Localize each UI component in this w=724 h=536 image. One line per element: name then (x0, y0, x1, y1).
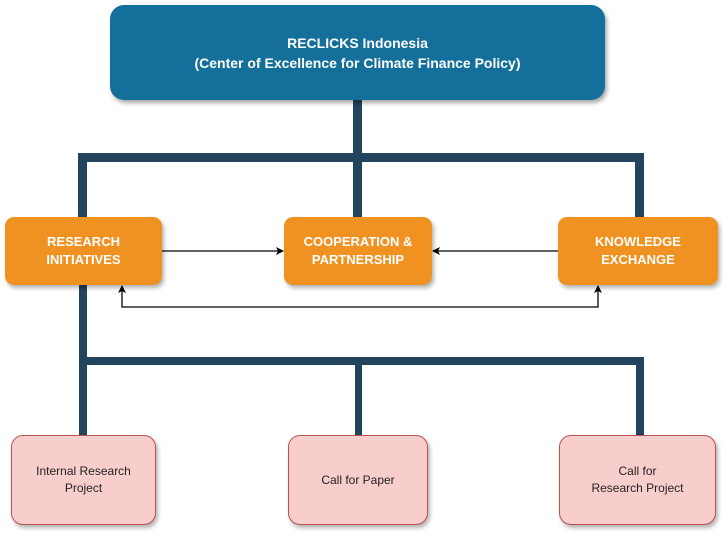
pillar-knowledge-exchange: KNOWLEDGE EXCHANGE (558, 217, 718, 285)
program-internal-research-project: Internal Research Project (11, 435, 156, 525)
pillar-label-line1: KNOWLEDGE (595, 234, 681, 249)
pillar-label-line1: COOPERATION & (303, 234, 413, 249)
program-call-for-research-project: Call for Research Project (559, 435, 716, 525)
pillar-label-line2: INITIATIVES (46, 252, 121, 267)
org-name: RECLICKS Indonesia (287, 34, 428, 51)
arrow-bidirectional-research-knowledge (118, 285, 602, 308)
program-label-line1: Call for Paper (321, 472, 395, 487)
pillar-label-line2: EXCHANGE (601, 252, 675, 267)
connector-right-drop (635, 153, 644, 217)
connector-top-horizontal (78, 153, 644, 162)
pillar-label-line2: PARTNERSHIP (311, 252, 405, 267)
program-call-for-paper: Call for Paper (288, 435, 428, 525)
program-label-line2: Research Project (591, 481, 684, 495)
pillar-label-line1: RESEARCH (47, 234, 120, 249)
connector-middle-drop (355, 357, 362, 435)
program-label-line1: Internal Research (36, 464, 131, 478)
org-subtitle: (Center of Excellence for Climate Financ… (194, 54, 521, 71)
pillar-cooperation-partnership: COOPERATION & PARTNERSHIP (284, 217, 432, 285)
organization-title-box: RECLICKS Indonesia (Center of Excellence… (110, 5, 605, 100)
pillar-research-initiatives: RESEARCH INITIATIVES (5, 217, 162, 285)
connector-right-bottom-drop (636, 357, 644, 435)
program-label-line2: Project (64, 481, 103, 495)
program-label-line1: Call for (618, 464, 657, 478)
connector-left-drop (78, 153, 87, 217)
